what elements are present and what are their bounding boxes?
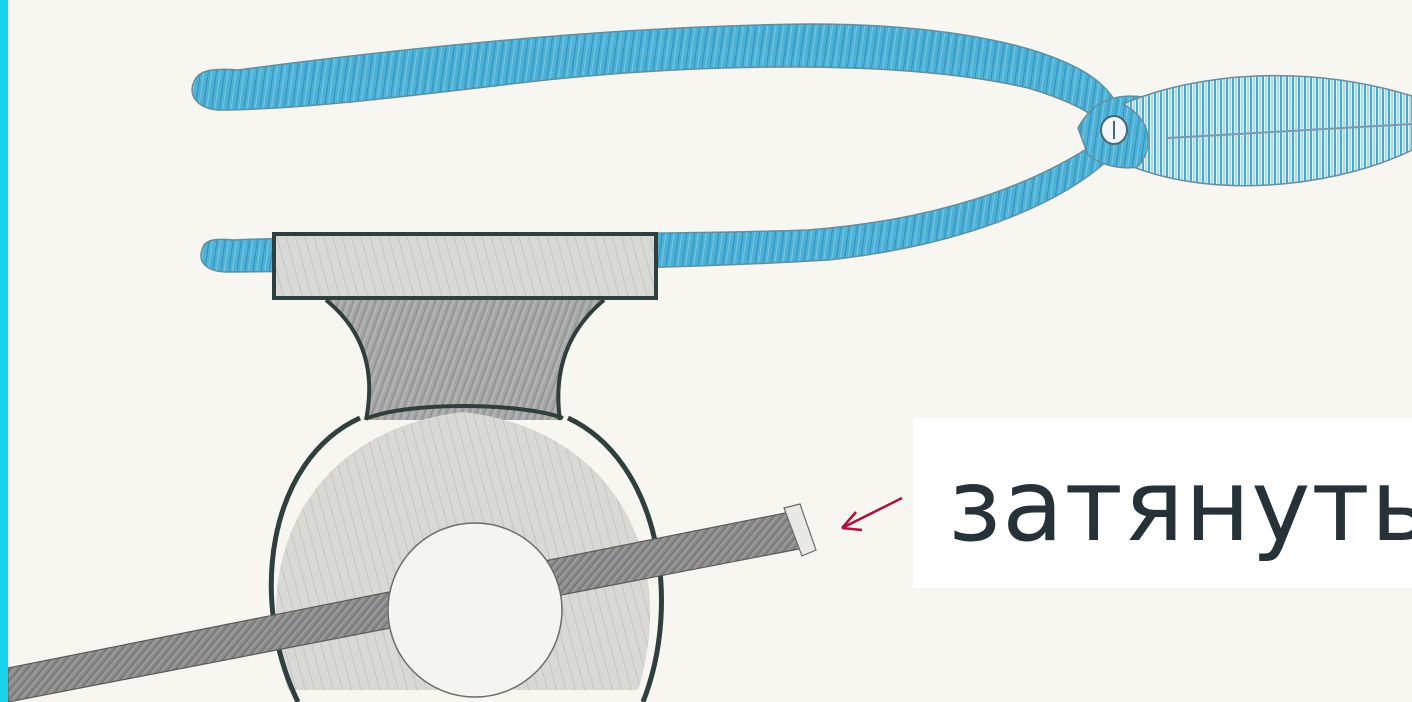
pliers-jaw-gap bbox=[1167, 123, 1412, 139]
arrow-icon bbox=[841, 496, 903, 532]
fitting-neck bbox=[326, 300, 604, 420]
fitting-body-top-arc bbox=[367, 404, 564, 420]
fitting-body-left-arc bbox=[268, 415, 362, 702]
fitting-top-bar bbox=[272, 232, 658, 300]
hand-drawn-illustration bbox=[8, 23, 1412, 702]
drawing-paper: затянуть bbox=[8, 0, 1412, 702]
fitting-inner-circle bbox=[387, 522, 563, 698]
caption-box bbox=[913, 418, 1412, 588]
pipe-fitting-drawing bbox=[8, 232, 817, 702]
pliers-jaws bbox=[1121, 74, 1412, 187]
caption-text: затянуть bbox=[948, 447, 1412, 564]
fitting-body-right-arc bbox=[566, 415, 664, 702]
fitting-neck-right-edge bbox=[556, 298, 606, 421]
pliers-upper-handle bbox=[191, 23, 1121, 123]
pipe-end-cap bbox=[783, 503, 817, 557]
fitting-neck-left-edge bbox=[324, 298, 372, 421]
